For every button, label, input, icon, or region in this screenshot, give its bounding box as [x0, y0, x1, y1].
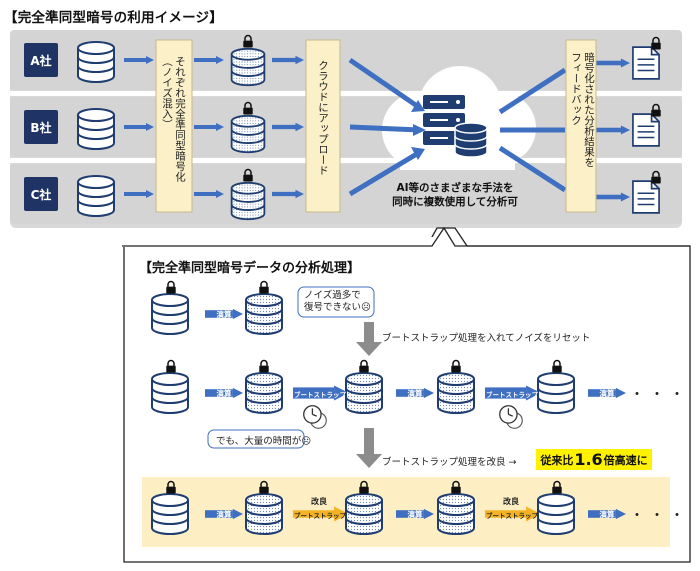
down-arrow-2 — [356, 428, 382, 468]
noise-note-line-2: 復号できない☹ — [304, 302, 371, 313]
company-c-badge: C社 — [24, 177, 58, 211]
speedup-prefix: 従来比 — [540, 453, 574, 467]
noise-note-bubble — [297, 286, 375, 318]
company-b-badge: B社 — [24, 110, 58, 144]
noise-note: ノイズ過多で 復号できない☹ — [304, 290, 371, 314]
upload-label: クラウドにアップロード — [317, 60, 329, 176]
down-arrow-1 — [356, 322, 382, 356]
feedback-label-box — [565, 39, 597, 213]
section-subtitle: 【完全準同型暗号データの分析処理】 — [139, 261, 361, 276]
company-a-badge: A社 — [24, 43, 58, 77]
cloud-caption-line-1: AI等のさまざまな手法を — [396, 182, 514, 194]
feedback-label: 暗号化された分析結果を フィードバック — [570, 52, 595, 168]
op-label-r3-3: 演算 — [599, 510, 615, 519]
flow-row-2 — [151, 359, 626, 449]
bootstrap-label-r2-2: ブートストラップ — [486, 391, 538, 399]
ellipsis-r2: ・・・ — [630, 387, 690, 403]
cloud-caption: AI等のさまざまな手法を 同時に複数使用して分析可 — [370, 181, 540, 209]
encrypt-label-box — [155, 39, 193, 213]
time-note: でも、大量の時間が☹ — [216, 436, 312, 447]
improve-step-label: ブートストラップ処理を改良 → — [382, 457, 517, 468]
noise-note-line-1: ノイズ過多で — [304, 290, 361, 301]
bootstrap-step-label: ブートストラップ処理を入れてノイズをリセット — [382, 333, 591, 344]
bootstrap-label-r2-1: ブートストラップ — [294, 391, 346, 399]
bootstrap-label-r3-2: ブートストラップ — [486, 512, 538, 520]
page-title: 【完全準同型暗号の利用イメージ】 — [4, 10, 223, 26]
op-label-r3-1: 演算 — [216, 510, 232, 519]
ellipsis-r3: ・・・ — [630, 508, 690, 524]
encrypt-label: それぞれ完全準同型暗号化 （ノイズ混入） — [161, 56, 186, 182]
flow-row-1 — [151, 280, 375, 335]
speedup-value: 1.6 — [574, 450, 603, 469]
op-label-r2-1: 演算 — [216, 389, 232, 398]
speedup-suffix: 倍高速に — [603, 453, 648, 467]
encrypted-database-icon — [454, 122, 488, 158]
improve-tag-r3-2: 改良 — [503, 497, 519, 506]
cloud-caption-line-2: 同時に複数使用して分析可 — [392, 196, 518, 208]
op-label-r1-1: 演算 — [216, 310, 232, 319]
op-label-r2-3: 演算 — [599, 389, 615, 398]
upload-label-box — [305, 39, 341, 213]
bootstrap-label-r3-1: ブートストラップ — [294, 512, 346, 520]
time-note-bubble — [207, 429, 305, 449]
improve-tag-r3-1: 改良 — [311, 497, 327, 506]
op-label-r3-2: 演算 — [407, 510, 423, 519]
op-label-r2-2: 演算 — [407, 389, 423, 398]
